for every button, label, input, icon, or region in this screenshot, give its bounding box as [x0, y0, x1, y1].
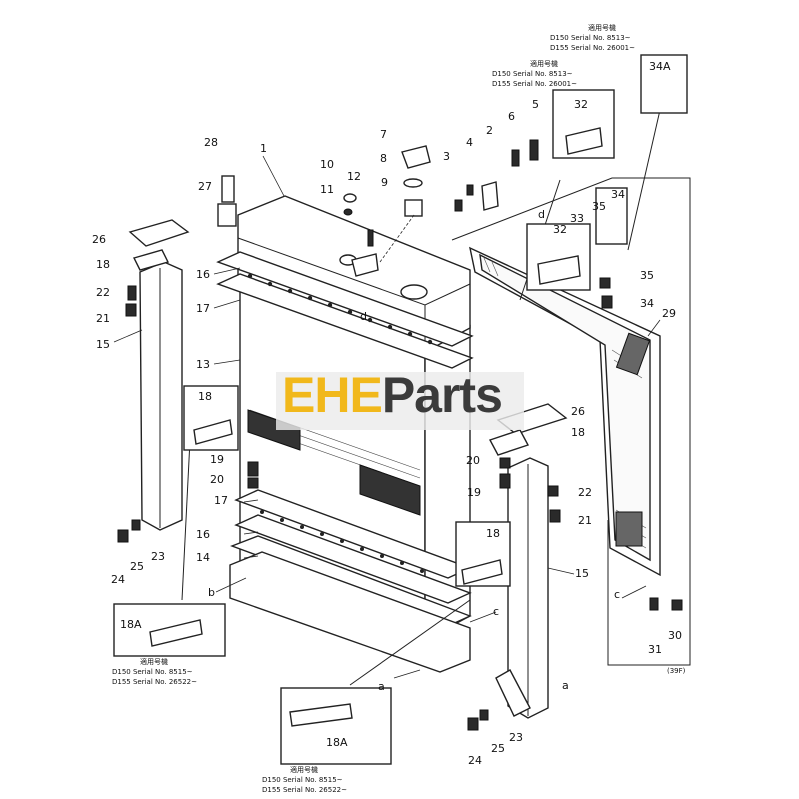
callout-8: 8: [380, 152, 387, 165]
callout-22-left: 22: [96, 286, 110, 299]
callout-15-right: 15: [575, 567, 589, 580]
callout-13: 13: [196, 358, 210, 371]
serial-note-1-line2: D155 Serial No. 26001~: [550, 44, 635, 52]
ref-d-lower: d: [360, 310, 367, 323]
ref-c-right: c: [614, 588, 620, 601]
serial-note-3-line1: D150 Serial No. 8515~: [112, 668, 193, 676]
serial-note-1-jp: 適用号機: [588, 23, 616, 32]
left-side-support: [128, 219, 190, 531]
callout-34A: 34A: [649, 60, 671, 73]
shroud-frame: [451, 177, 691, 666]
callout-30: 30: [668, 629, 682, 642]
callout-12: 12: [347, 170, 361, 183]
serial-note-4-jp: 適用号機: [290, 765, 318, 774]
callout-7: 7: [380, 128, 387, 141]
callout-9: 9: [381, 176, 388, 189]
callout-18-upper-left: 18: [96, 258, 110, 271]
callout-34-box: 34: [611, 188, 625, 201]
serial-note-1-line1: D150 Serial No. 8513~: [550, 34, 631, 42]
brand-watermark: EHEParts: [282, 366, 503, 424]
serial-note-4-line2: D155 Serial No. 26522~: [262, 786, 347, 794]
upper-gaskets: [216, 251, 474, 369]
callout-18A-left: 18A: [120, 618, 142, 631]
figure-code: (39F): [667, 667, 686, 675]
callout-25-left: 25: [130, 560, 144, 573]
callout-17-upper: 17: [196, 302, 210, 315]
brand-ehe: EHE: [282, 367, 383, 423]
callout-labels: 1 2 3 4 5 6 7 8 9 10 11 12 13 14 15 15 1…: [92, 60, 686, 767]
callout-16-upper: 16: [196, 268, 210, 281]
callout-20-right: 20: [466, 454, 480, 467]
callout-18-right-box: 18: [486, 527, 500, 540]
ref-d-upper: d: [538, 208, 545, 221]
callout-35-box: 35: [592, 200, 606, 213]
callout-19-left: 19: [210, 453, 224, 466]
callout-3: 3: [443, 150, 450, 163]
ref-a-bottom: a: [378, 680, 385, 693]
callout-27: 27: [198, 180, 212, 193]
callout-32-mid: 32: [553, 223, 567, 236]
callout-24-bottom: 24: [468, 754, 482, 767]
callout-14: 14: [196, 551, 210, 564]
serial-note-2-jp: 適用号機: [530, 59, 558, 68]
drain-parts: [454, 139, 539, 212]
serial-note-2-line2: D155 Serial No. 26001~: [492, 80, 577, 88]
callout-22-right: 22: [578, 486, 592, 499]
callout-21-left: 21: [96, 312, 110, 325]
callout-4: 4: [466, 136, 473, 149]
upper-tank: [237, 195, 471, 353]
callout-17-lower: 17: [214, 494, 228, 507]
callout-24-left: 24: [111, 573, 125, 586]
callout-23-bottom: 23: [509, 731, 523, 744]
callout-31: 31: [648, 643, 662, 656]
callout-34: 34: [640, 297, 654, 310]
callout-21-right: 21: [578, 514, 592, 527]
callout-18-left-box: 18: [198, 390, 212, 403]
serial-note-4-line1: D150 Serial No. 8515~: [262, 776, 343, 784]
ref-b: b: [208, 586, 215, 599]
callout-18A-bottom: 18A: [326, 736, 348, 749]
callout-15-left: 15: [96, 338, 110, 351]
serial-note-3-line2: D155 Serial No. 26522~: [112, 678, 197, 686]
ref-a-right: a: [562, 679, 569, 692]
callout-2: 2: [486, 124, 493, 137]
callout-16-lower: 16: [196, 528, 210, 541]
serial-note-2-line1: D150 Serial No. 8513~: [492, 70, 573, 78]
callout-20-left: 20: [210, 473, 224, 486]
bolt-27-28: [217, 175, 237, 227]
brand-watermark-bg: [276, 372, 524, 430]
serial-notes: 適用号機 D150 Serial No. 8513~ D155 Serial N…: [112, 23, 635, 794]
callout-29: 29: [662, 307, 676, 320]
detail-boxes: [113, 54, 688, 765]
callout-28: 28: [204, 136, 218, 149]
callout-10: 10: [320, 158, 334, 171]
callout-1: 1: [260, 142, 267, 155]
callout-6: 6: [508, 110, 515, 123]
callout-35: 35: [640, 269, 654, 282]
callout-33: 33: [570, 212, 584, 225]
brand-parts: Parts: [381, 367, 503, 423]
callout-25-bottom: 25: [491, 742, 505, 755]
callout-18-right: 18: [571, 426, 585, 439]
callout-19-right: 19: [467, 486, 481, 499]
ref-c-lower: c: [493, 605, 499, 618]
callout-32-top: 32: [574, 98, 588, 111]
filler-cap-parts: [343, 145, 431, 263]
serial-note-3-jp: 適用号機: [140, 657, 168, 666]
callout-5: 5: [532, 98, 539, 111]
leader-lines: [113, 155, 661, 679]
callout-11: 11: [320, 183, 334, 196]
callout-26-left: 26: [92, 233, 106, 246]
right-side-support: [488, 403, 568, 719]
callout-26-right: 26: [571, 405, 585, 418]
callout-23-left: 23: [151, 550, 165, 563]
